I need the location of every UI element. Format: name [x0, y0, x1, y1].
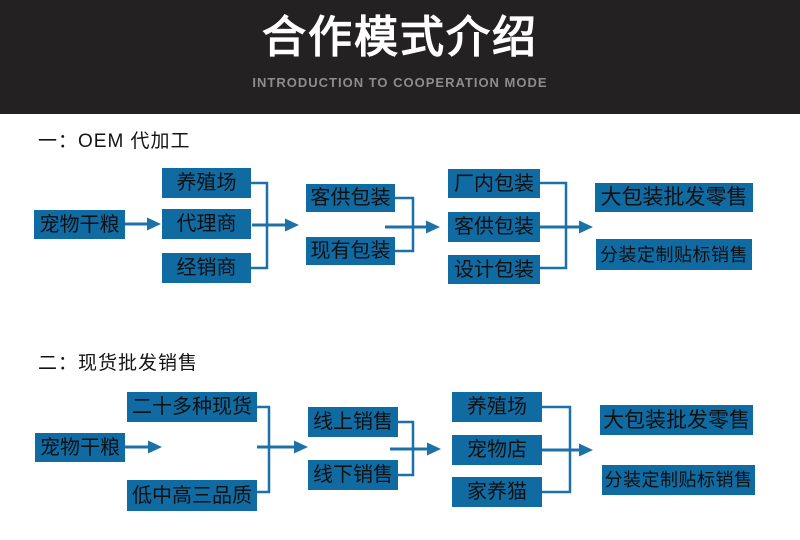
node-20-kinds-stock: 二十多种现货: [127, 392, 257, 422]
bracket: [542, 405, 572, 494]
node-custom-label-sales: 分装定制贴标销售: [602, 465, 755, 495]
bracket: [257, 405, 271, 494]
node-customer-packaging: 客供包装: [306, 184, 395, 212]
node-online-sales: 线上销售: [308, 407, 398, 437]
node-pet-dry-food: 宠物干粮: [34, 210, 125, 239]
node-house-cat: 家养猫: [452, 477, 542, 507]
arrowhead-icon: [427, 442, 441, 456]
node-agent: 代理商: [162, 209, 251, 239]
arrowhead-icon: [285, 218, 299, 232]
node-distributor: 经销商: [162, 253, 251, 283]
section1-heading: 一：OEM 代加工: [38, 131, 191, 152]
arrowhead-icon: [579, 443, 593, 457]
node-three-quality-grades: 低中高三品质: [127, 480, 257, 511]
node-custom-label-sales: 分装定制贴标销售: [596, 239, 752, 270]
node-pet-store: 宠物店: [452, 435, 542, 465]
node-offline-sales: 线下销售: [308, 460, 398, 490]
node-farm: 养殖场: [452, 392, 542, 422]
arrowhead-icon: [294, 440, 308, 454]
node-design-packaging: 设计包装: [448, 255, 540, 284]
bracket: [540, 181, 568, 270]
page-title: 合作模式介绍: [262, 13, 538, 62]
node-customer-supplied-packaging: 客供包装: [448, 212, 540, 242]
bracket: [251, 181, 269, 270]
node-existing-packaging: 现有包装: [306, 237, 395, 265]
page-subtitle: INTRODUCTION TO COOPERATION MODE: [252, 75, 548, 90]
arrowhead-icon: [579, 220, 593, 234]
section2-heading: 二：现货批发销售: [38, 353, 199, 374]
arrowhead-icon: [426, 220, 440, 234]
node-bulk-wholesale-retail: 大包装批发零售: [595, 183, 753, 212]
bracket: [398, 420, 415, 477]
node-pet-dry-food: 宠物干粮: [35, 433, 125, 462]
node-bulk-wholesale-retail: 大包装批发零售: [600, 405, 753, 435]
arrowhead-icon: [147, 217, 161, 231]
arrowhead-icon: [148, 440, 162, 454]
node-farm: 养殖场: [162, 168, 251, 198]
header-banner: 合作模式介绍 INTRODUCTION TO COOPERATION MODE: [0, 0, 800, 114]
bracket: [395, 196, 415, 253]
node-factory-packaging: 厂内包装: [448, 169, 540, 198]
